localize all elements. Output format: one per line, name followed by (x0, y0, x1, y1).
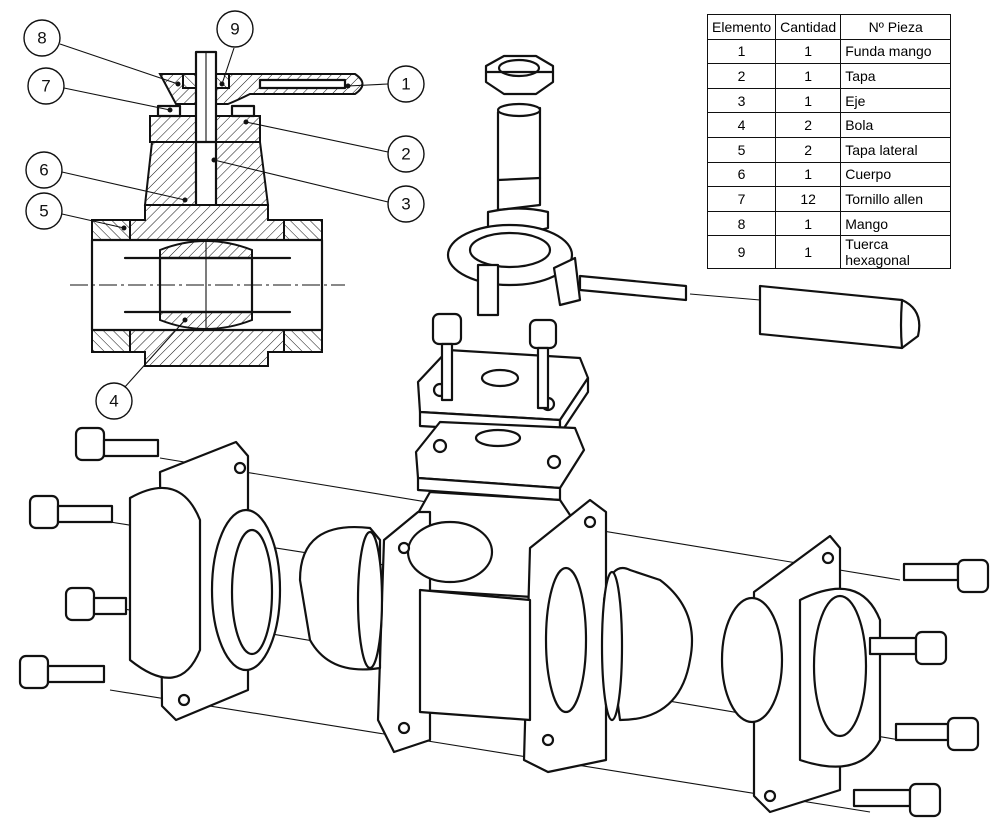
svg-text:3: 3 (401, 195, 410, 214)
leader-dots (121, 81, 351, 323)
svg-text:2: 2 (401, 145, 410, 164)
cell-pieza: Mango (840, 210, 952, 237)
cell-cantidad: 2 (775, 112, 842, 138)
handle-grip-part (758, 284, 921, 350)
svg-text:7: 7 (41, 77, 50, 96)
cell-cantidad: 1 (775, 210, 842, 237)
table-row: 9 1 Tuerca hexagonal (706, 235, 952, 270)
table-row: 2 1 Tapa (706, 63, 952, 89)
table-row: 4 2 Bola (706, 112, 952, 138)
hex-nut-part (484, 54, 555, 96)
callout-4: 4 (95, 319, 186, 420)
handle-part (446, 223, 688, 317)
svg-text:5: 5 (39, 202, 48, 221)
table-header-row: Elemento Cantidad Nº Pieza (706, 14, 952, 40)
section-view (70, 50, 364, 367)
left-ball-part (298, 526, 384, 671)
cell-elemento: 2 (706, 63, 777, 89)
col-header-cantidad: Cantidad (775, 14, 842, 40)
callout-5: 5 (25, 192, 125, 230)
cell-elemento: 6 (706, 161, 777, 188)
cell-pieza: Eje (840, 87, 952, 114)
cell-pieza: Tuerca hexagonal (840, 235, 952, 270)
svg-text:6: 6 (39, 161, 48, 180)
allen-screw-left-3 (64, 586, 128, 622)
cell-pieza: Tornillo allen (840, 186, 952, 212)
cell-cantidad: 2 (775, 136, 842, 163)
cell-cantidad: 1 (775, 235, 842, 270)
left-side-cap-part (128, 440, 282, 722)
right-ball-part (600, 567, 694, 722)
table-row: 1 1 Funda mango (706, 38, 952, 65)
stem-part (486, 102, 550, 234)
table-row: 6 1 Cuerpo (706, 161, 952, 188)
allen-screw-top-right (528, 318, 558, 410)
cell-cantidad: 1 (775, 38, 842, 65)
parts-list-table: Elemento Cantidad Nº Pieza 1 1 Funda man… (706, 14, 952, 270)
cell-elemento: 5 (706, 136, 777, 163)
right-side-cap-part (720, 534, 882, 814)
allen-screw-left-1 (74, 426, 160, 462)
cell-elemento: 4 (706, 112, 777, 138)
col-header-elemento: Elemento (706, 14, 777, 40)
callout-3: 3 (213, 159, 425, 223)
cell-pieza: Cuerpo (840, 161, 952, 188)
col-header-pieza: Nº Pieza (840, 14, 952, 40)
cell-pieza: Tapa lateral (840, 136, 952, 163)
callout-7: 7 (27, 67, 171, 111)
allen-screw-top-left (431, 312, 463, 402)
allen-screw-left-2 (28, 494, 114, 530)
table-row: 7 12 Tornillo allen (706, 186, 952, 212)
allen-screw-right-1 (902, 558, 990, 594)
svg-text:1: 1 (401, 75, 410, 94)
cell-elemento: 3 (706, 87, 777, 114)
cell-cantidad: 1 (775, 87, 842, 114)
allen-screw-right-4 (852, 782, 942, 818)
cell-cantidad: 1 (775, 161, 842, 188)
allen-screw-right-3 (894, 716, 980, 752)
cell-elemento: 1 (706, 38, 777, 65)
svg-text:8: 8 (37, 29, 46, 48)
body-flange-part (414, 420, 586, 502)
cell-elemento: 7 (706, 186, 777, 212)
allen-screw-left-4 (18, 654, 106, 690)
table-row: 8 1 Mango (706, 210, 952, 237)
svg-text:9: 9 (230, 20, 239, 39)
callout-2: 2 (245, 121, 425, 173)
cell-pieza: Tapa (840, 63, 952, 89)
table-row: 3 1 Eje (706, 87, 952, 114)
allen-screw-right-2 (868, 630, 948, 666)
svg-text:4: 4 (109, 392, 118, 411)
callout-8: 8 (23, 19, 179, 85)
valve-body-part (376, 490, 608, 774)
callout-6: 6 (25, 151, 186, 201)
cell-cantidad: 12 (775, 186, 842, 212)
cell-pieza: Bola (840, 112, 952, 138)
cell-elemento: 9 (706, 235, 777, 270)
cell-elemento: 8 (706, 210, 777, 237)
callout-1: 1 (347, 65, 425, 103)
callout-9: 9 (216, 10, 254, 85)
cell-cantidad: 1 (775, 63, 842, 89)
cell-pieza: Funda mango (840, 38, 952, 65)
table-row: 5 2 Tapa lateral (706, 136, 952, 163)
